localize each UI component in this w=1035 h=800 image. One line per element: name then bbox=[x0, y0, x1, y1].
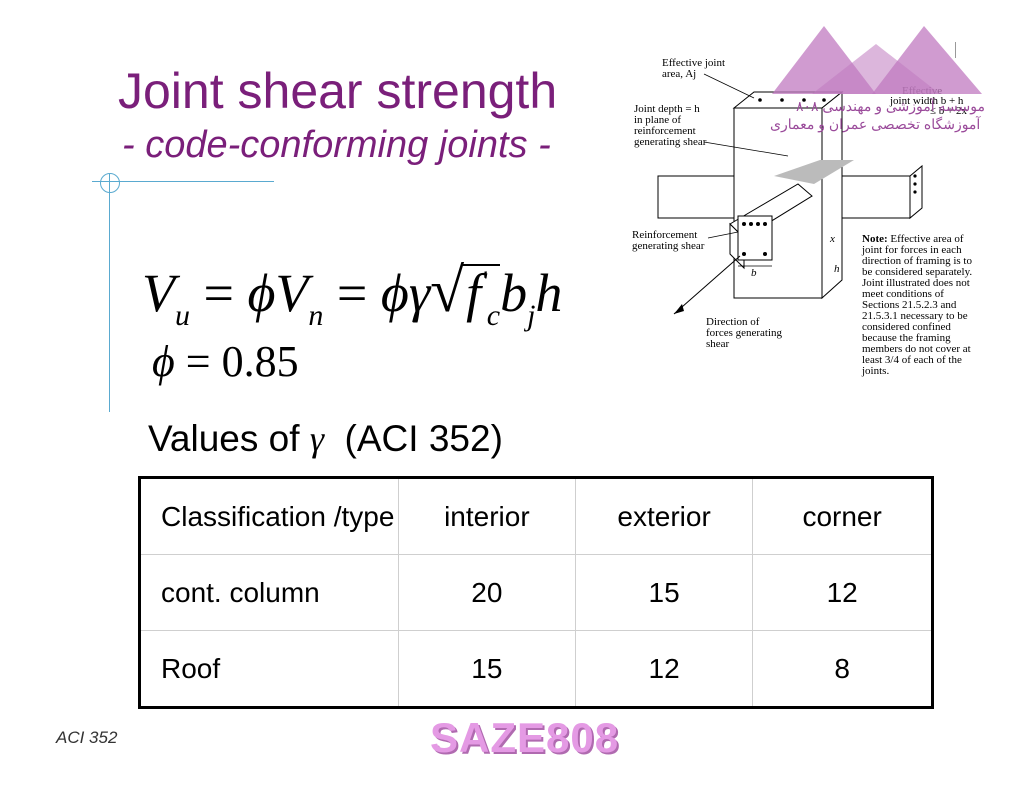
figure-note: be considered separately. bbox=[862, 266, 972, 278]
table-header-row: Classification /type interior exterior c… bbox=[139, 477, 933, 555]
label-effective-joint-area: area, Aj bbox=[662, 68, 696, 80]
figure-note: Joint illustrated does not bbox=[862, 277, 970, 289]
label-effective-joint-area: Effective joint bbox=[662, 57, 725, 69]
label-x: x bbox=[829, 233, 835, 245]
decorative-horizontal-line bbox=[92, 181, 274, 182]
table-cell: Roof bbox=[139, 630, 399, 708]
decorative-circle-icon bbox=[100, 173, 120, 193]
values-heading-suffix: (ACI 352) bbox=[324, 418, 503, 459]
table-cell: 12 bbox=[752, 554, 933, 631]
figure-note: Sections 21.5.2.3 and bbox=[862, 299, 957, 311]
label-joint-depth: Joint depth = h bbox=[634, 103, 700, 115]
eq-equals-2: = bbox=[336, 263, 368, 323]
slide-subtitle: - code-conforming joints - bbox=[122, 124, 551, 166]
watermark-logo-icon bbox=[772, 26, 982, 94]
eq-vn: V bbox=[275, 263, 309, 323]
figure-note: members do not cover at bbox=[862, 343, 971, 355]
phi-symbol: ϕ bbox=[152, 337, 175, 386]
figure-note: joints. bbox=[861, 365, 889, 377]
figure-note: meet conditions of bbox=[862, 288, 944, 300]
eq-sub-u: u bbox=[175, 299, 190, 332]
table-cell: cont. column bbox=[139, 554, 399, 631]
front-beam-section bbox=[737, 215, 773, 261]
values-heading: Values of γ (ACI 352) bbox=[148, 418, 503, 460]
table-cell: 12 bbox=[574, 630, 754, 708]
table-row: cont. column 20 15 12 bbox=[139, 554, 933, 631]
label-joint-depth: in plane of bbox=[634, 114, 681, 126]
label-reinforcement: generating shear bbox=[632, 240, 705, 252]
figure-note: direction of framing is to bbox=[862, 255, 972, 267]
table-row: Roof 15 12 8 bbox=[139, 630, 933, 708]
label-direction: forces generating bbox=[706, 327, 783, 339]
values-heading-prefix: Values of bbox=[148, 418, 310, 459]
watermark-text: موسسه آموزشی و مهندسی ۸۰۸ bbox=[795, 98, 985, 114]
figure-note: least 3/4 of each of the bbox=[862, 354, 962, 366]
table-cell: 20 bbox=[397, 554, 576, 631]
direction-arrow bbox=[673, 255, 741, 315]
table-cell: 15 bbox=[574, 554, 754, 631]
eq-sub-c: c bbox=[486, 299, 501, 332]
slide-title: Joint shear strength bbox=[118, 63, 558, 119]
label-direction: Direction of bbox=[706, 316, 760, 328]
label-effective-width: ≤ b + 2x bbox=[930, 105, 967, 117]
label-direction: shear bbox=[706, 338, 730, 350]
eq-b: b bbox=[500, 263, 528, 323]
table-header-cell: interior bbox=[397, 477, 576, 555]
label-joint-depth: generating shear bbox=[634, 136, 707, 148]
label-effective-width: joint width b + h bbox=[889, 95, 964, 107]
eq-sub-n: n bbox=[308, 299, 324, 332]
label-h: h bbox=[834, 263, 840, 275]
gamma-symbol: γ bbox=[309, 419, 324, 459]
eq-phi-gamma: ϕγ bbox=[380, 263, 431, 323]
table-header-cell: Classification /type bbox=[139, 477, 399, 555]
table-cell: 15 bbox=[397, 630, 576, 708]
figure-note: 21.5.3.1 necessary to be bbox=[862, 310, 968, 322]
figure-note: Note: Effective area of bbox=[862, 233, 964, 245]
eq-equals-1: = bbox=[203, 263, 234, 323]
label-joint-depth: reinforcement bbox=[634, 125, 696, 137]
table-header-cell: corner bbox=[752, 477, 933, 555]
label-b: b bbox=[751, 267, 757, 279]
column-side bbox=[821, 90, 843, 300]
left-beam bbox=[657, 175, 735, 219]
footer-logo: SAZE808 bbox=[430, 714, 620, 761]
watermark-divider bbox=[955, 42, 956, 58]
effective-joint-area bbox=[774, 160, 854, 184]
eq-f: f bbox=[466, 263, 482, 323]
figure-note: because the framing bbox=[862, 332, 951, 344]
label-reinforcement: Reinforcement bbox=[632, 229, 697, 241]
watermark-text: آموزشگاه تخصصی عمران و معماری bbox=[770, 116, 981, 132]
phi-value: ϕ = 0.85 bbox=[152, 336, 299, 387]
eq-radicand: f' c bbox=[462, 263, 501, 332]
decorative-vertical-line bbox=[109, 174, 110, 412]
eq-prime: ' bbox=[481, 266, 487, 295]
eq-sub-j: j bbox=[527, 299, 536, 332]
eq-h: h bbox=[535, 263, 563, 323]
figure-note: joint for forces in each bbox=[861, 244, 962, 256]
gamma-values-table: Classification /type interior exterior c… bbox=[138, 476, 934, 709]
footer-source: ACI 352 bbox=[56, 728, 118, 747]
table-header-cell: exterior bbox=[574, 477, 754, 555]
eq-v: V bbox=[142, 263, 175, 323]
table-cell: 8 bbox=[752, 630, 933, 708]
sqrt-icon: √ bbox=[430, 257, 465, 325]
eq-phi: ϕ bbox=[247, 263, 276, 323]
shear-strength-equation: Vu = ϕVn = ϕγ√f'cbjh bbox=[142, 256, 562, 333]
joint-diagram: Effective joint area, Aj Joint depth = h… bbox=[632, 57, 972, 377]
phi-value-text: = 0.85 bbox=[174, 337, 299, 386]
figure-note: considered confined bbox=[862, 321, 951, 333]
